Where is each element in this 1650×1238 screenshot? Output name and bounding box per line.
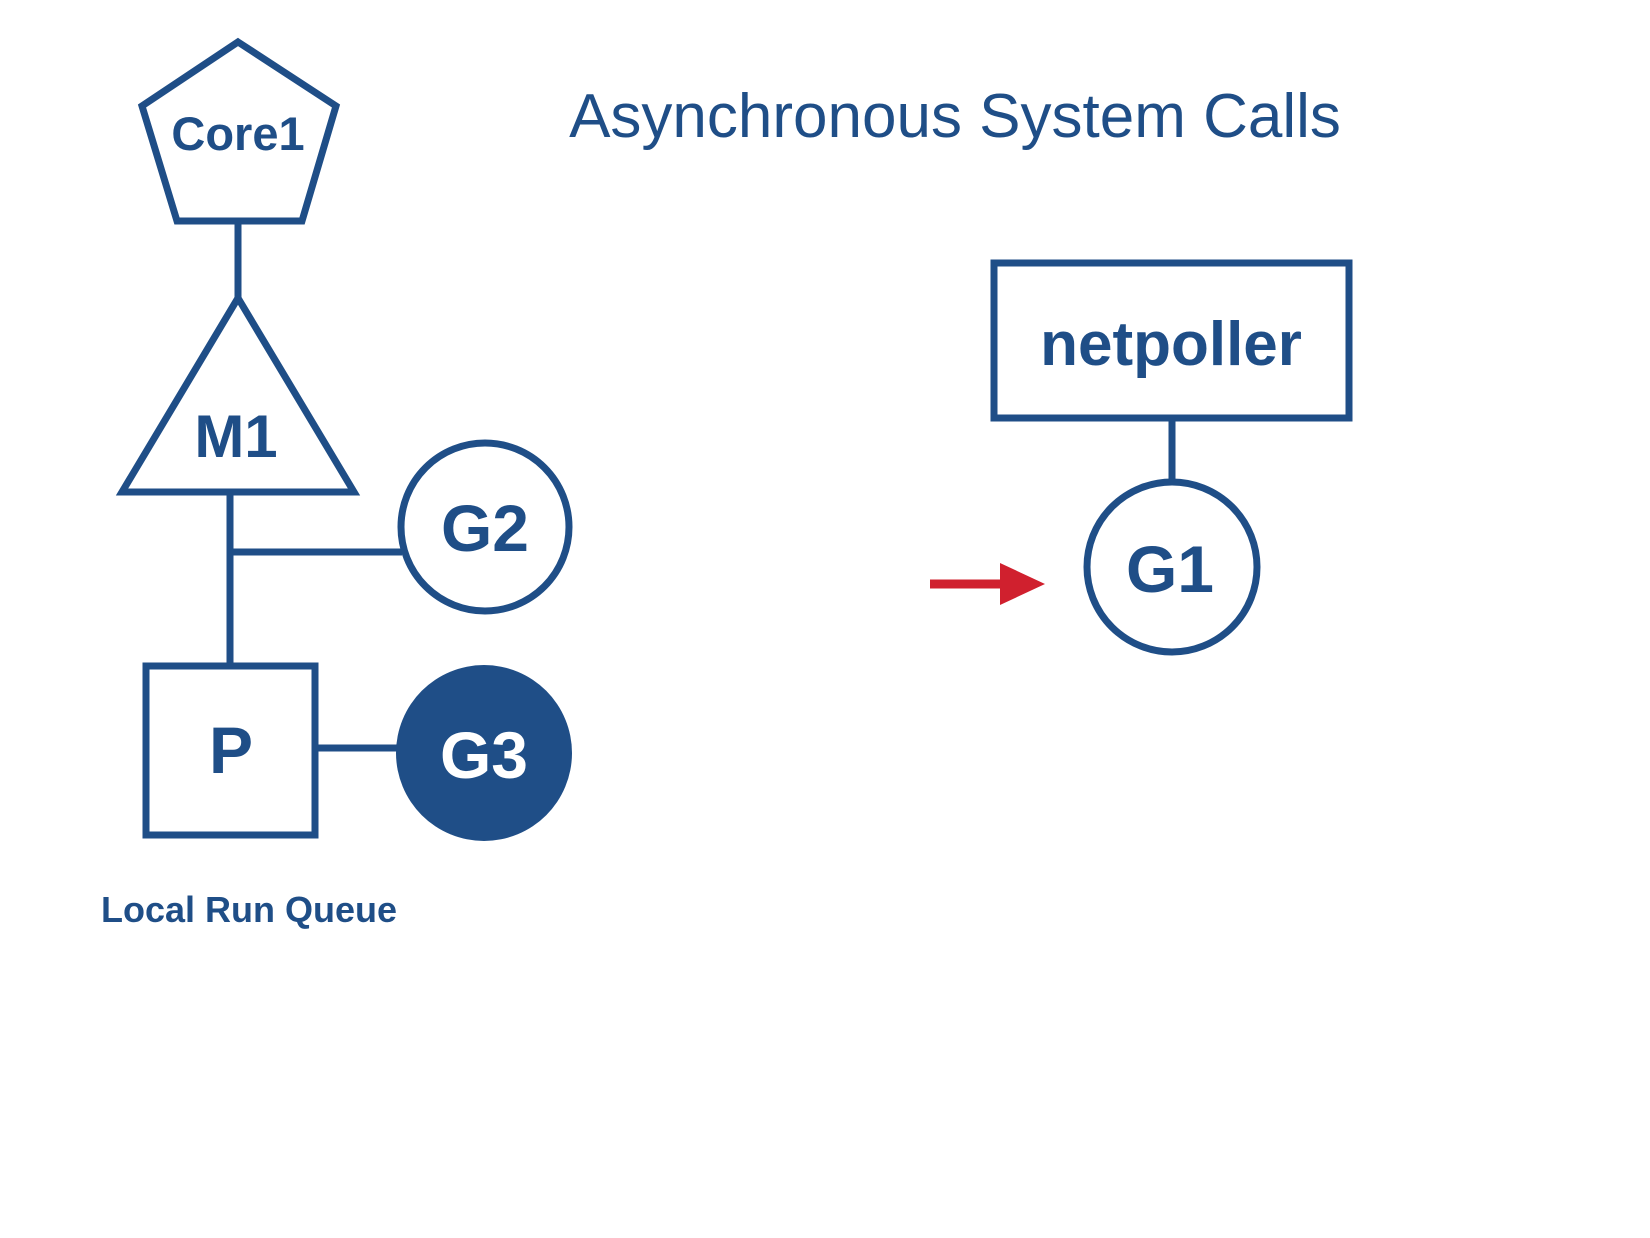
core-node: Core1: [137, 37, 341, 225]
netpoller-node: netpoller: [990, 259, 1353, 422]
filled-circle-shape: [396, 665, 572, 841]
right-arrow-icon: [930, 563, 1045, 605]
pentagon-shape: [137, 37, 341, 225]
core-label: Core1: [171, 107, 304, 160]
local-run-queue-caption: Local Run Queue: [101, 889, 397, 930]
g2-node: G2: [397, 439, 573, 615]
square-shape: [142, 662, 319, 839]
processor-node: P: [142, 662, 319, 839]
connectors: [226, 220, 1176, 752]
g1-label: G1: [1126, 532, 1214, 606]
netpoller-label: netpoller: [1040, 310, 1302, 379]
circle-shape: [1083, 478, 1261, 656]
g3-label: G3: [440, 718, 528, 792]
machine-node: M1: [115, 291, 361, 496]
rectangle-shape: [990, 259, 1353, 422]
processor-label: P: [209, 713, 253, 787]
triangle-shape: [115, 291, 361, 496]
g3-node: G3: [396, 665, 572, 841]
g2-label: G2: [441, 491, 529, 565]
g1-node: G1: [1083, 478, 1261, 656]
circle-shape: [397, 439, 573, 615]
diagram-title: Asynchronous System Calls: [569, 82, 1341, 151]
machine-label: M1: [194, 403, 277, 470]
